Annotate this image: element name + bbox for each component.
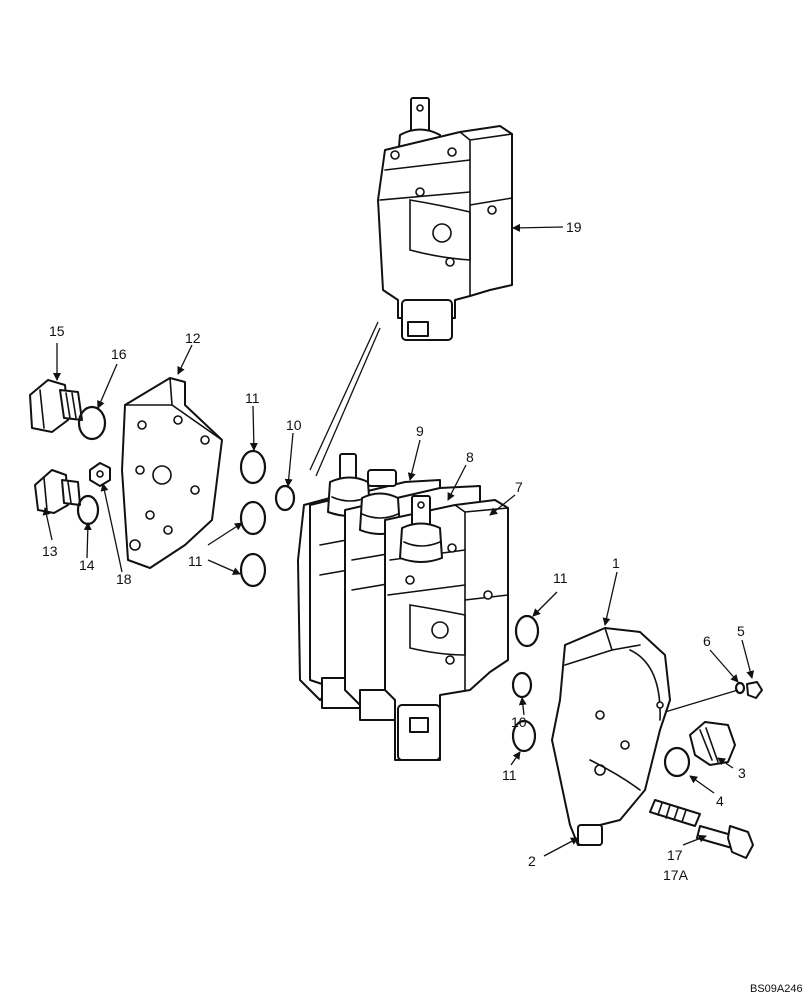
oring-6 — [734, 681, 746, 695]
oring-4 — [663, 746, 691, 778]
callout-11-right-bottom: 11 — [502, 767, 517, 783]
oring-11-right-lower — [511, 719, 537, 753]
nut-18 — [89, 462, 111, 487]
oring-11-right-upper — [514, 614, 540, 648]
oring-16 — [77, 405, 107, 441]
callout-2: 2 — [528, 853, 536, 869]
callout-17: 17 — [667, 847, 683, 863]
callout-6: 6 — [703, 633, 711, 649]
callout-14: 14 — [79, 557, 95, 573]
oring-11-lower — [239, 552, 267, 588]
callout-17a: 17A — [663, 867, 689, 883]
valve-section-19 — [377, 97, 513, 341]
callout-11-right-top: 11 — [553, 570, 568, 586]
callout-7: 7 — [515, 479, 523, 495]
plug-3 — [689, 721, 736, 766]
oring-10-left — [274, 484, 296, 512]
bolt-17a — [696, 825, 754, 859]
callout-3: 3 — [738, 765, 746, 781]
drawing-code: BS09A246 — [750, 983, 803, 995]
callout-12: 12 — [185, 330, 201, 346]
plug-13 — [34, 469, 81, 514]
callout-10-left: 10 — [286, 417, 302, 433]
oring-11-upper — [239, 449, 267, 485]
callout-11-left: 11 — [188, 553, 203, 569]
oring-11-middle — [239, 500, 267, 536]
inlet-cover-1 — [551, 627, 671, 846]
oring-10-right — [511, 671, 533, 699]
oring-14 — [76, 494, 100, 526]
plug-15 — [29, 379, 83, 433]
callout-10-right: 10 — [511, 714, 527, 730]
callout-4: 4 — [716, 793, 724, 809]
callout-18: 18 — [116, 571, 132, 587]
callout-8: 8 — [466, 449, 474, 465]
plug-5 — [746, 681, 763, 699]
callout-16: 16 — [111, 346, 127, 362]
callout-1: 1 — [612, 555, 620, 571]
callout-19: 19 — [566, 219, 582, 235]
valve-bank-7-8-9 — [297, 453, 509, 761]
end-cover-12 — [121, 377, 223, 569]
callout-9: 9 — [416, 423, 424, 439]
stud-17 — [649, 799, 701, 827]
callout-15: 15 — [49, 323, 65, 339]
callout-13: 13 — [42, 543, 58, 559]
callout-5: 5 — [737, 623, 745, 639]
callout-11-top: 11 — [245, 390, 260, 406]
